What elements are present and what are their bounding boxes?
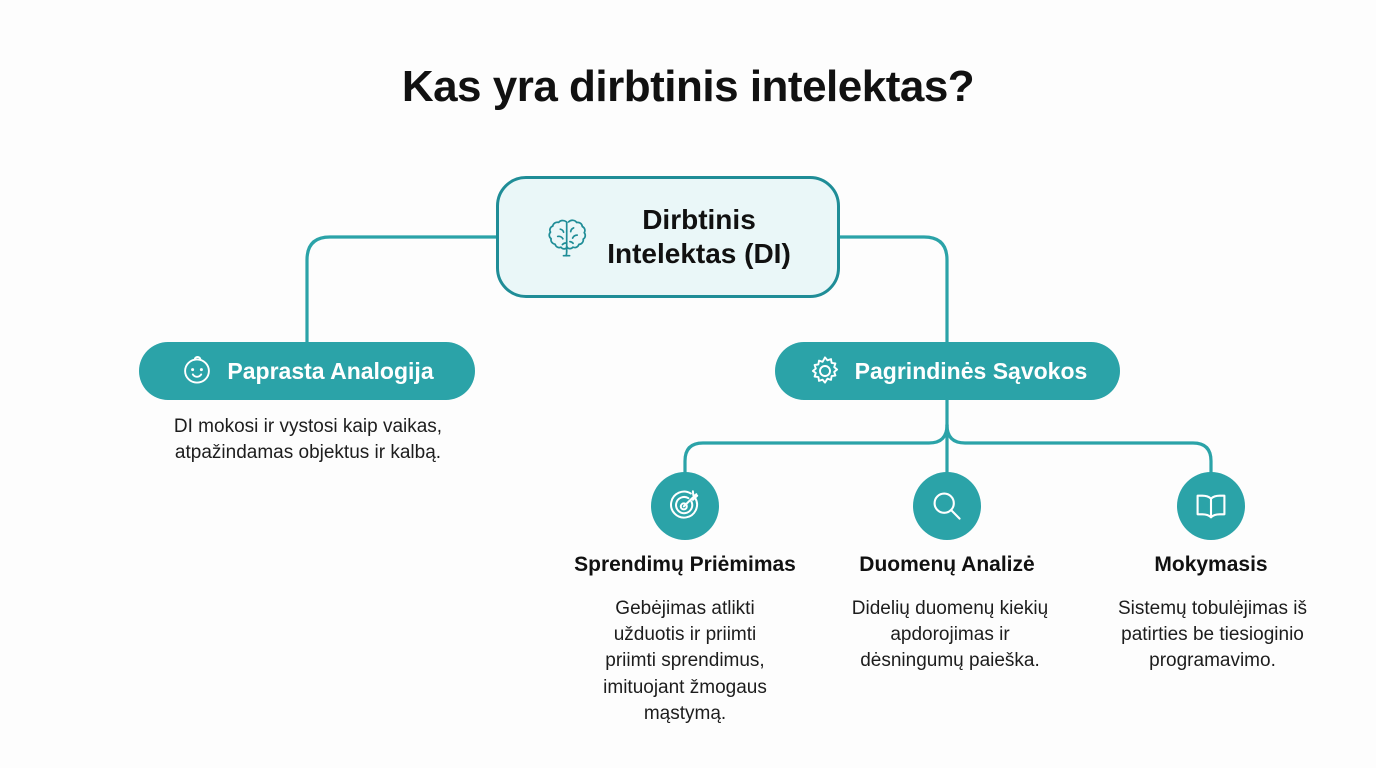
leaf-label-analysis: Duomenų Analizė: [859, 553, 1035, 576]
leaf-node-analysis[interactable]: [913, 472, 981, 540]
leaf-description-analysis: Didelių duomenų kiekių apdorojimas ir dė…: [851, 598, 1049, 672]
brain-icon: [545, 215, 591, 259]
root-node-label: Dirbtinis Intelektas (DI): [607, 203, 791, 269]
leaf-node-learning[interactable]: [1177, 472, 1245, 540]
page-title: Kas yra dirbtinis intelektas?: [401, 62, 975, 111]
open-book-icon: [1193, 488, 1229, 524]
leaf-description-learning: Sistemų tobulėjimas iš patirties be ties…: [1117, 598, 1308, 672]
branch-node-concepts[interactable]: Pagrindinės Sąvokos: [775, 342, 1120, 400]
gear-icon: [808, 354, 842, 388]
leaf-node-decision[interactable]: [651, 472, 719, 540]
branch-node-analogy-label: Paprasta Analogija: [227, 357, 434, 384]
analogy-description: DI mokosi ir vystosi kaip vaikas, atpaži…: [173, 416, 443, 464]
branch-node-analogy[interactable]: Paprasta Analogija: [139, 342, 475, 400]
leaf-label-learning: Mokymasis: [1154, 553, 1268, 576]
root-node-artificial-intelligence[interactable]: Dirbtinis Intelektas (DI): [496, 176, 840, 298]
baby-face-icon: [180, 354, 214, 388]
leaf-label-decision: Sprendimų Priėmimas: [574, 553, 796, 576]
magnifier-icon: [929, 488, 965, 524]
branch-node-concepts-label: Pagrindinės Sąvokos: [854, 357, 1088, 384]
leaf-description-decision: Gebėjimas atlikti užduotis ir priimti pr…: [603, 598, 767, 724]
target-icon: [667, 488, 703, 524]
